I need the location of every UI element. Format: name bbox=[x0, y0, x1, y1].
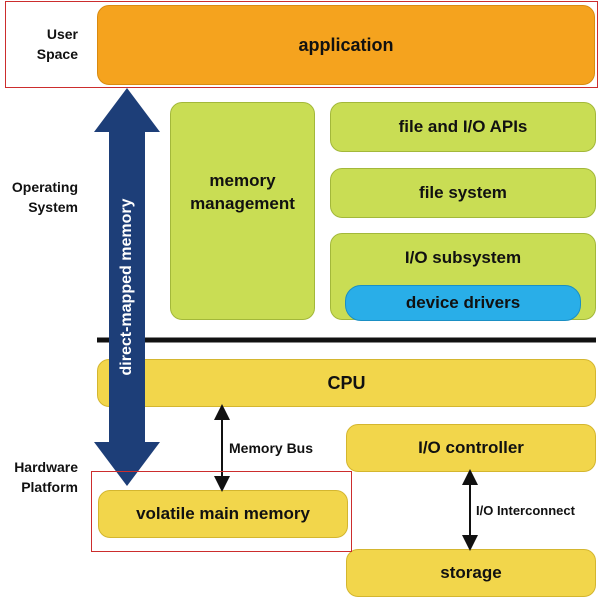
cpu-box: CPU bbox=[97, 359, 596, 407]
direct-mapped-memory-label: direct-mapped memory bbox=[118, 198, 135, 376]
layer-label-hardware-platform: Hardware Platform bbox=[14, 459, 78, 495]
main-memory-highlight-frame bbox=[91, 471, 352, 552]
direct-mapped-memory-arrow bbox=[94, 88, 160, 486]
layer-label-operating-system: Operating System bbox=[11, 179, 78, 215]
user-space-highlight-frame bbox=[5, 1, 598, 88]
application-box: application bbox=[97, 5, 595, 85]
io-subsystem-label: I/O subsystem bbox=[404, 248, 522, 267]
file-io-apis-box: file and I/O APIs bbox=[330, 102, 596, 152]
layer-label-user-space: User Space bbox=[36, 26, 78, 62]
device-drivers-box: device drivers bbox=[345, 285, 581, 321]
storage-box: storage bbox=[346, 549, 596, 597]
io-interconnect-label: I/O Interconnect bbox=[476, 503, 575, 518]
memory-management-box: memory management bbox=[170, 102, 315, 320]
io-controller-box: I/O controller bbox=[346, 424, 596, 472]
memory-bus-label: Memory Bus bbox=[229, 440, 314, 456]
volatile-main-memory-box: volatile main memory bbox=[98, 490, 348, 538]
file-system-box: file system bbox=[330, 168, 596, 218]
